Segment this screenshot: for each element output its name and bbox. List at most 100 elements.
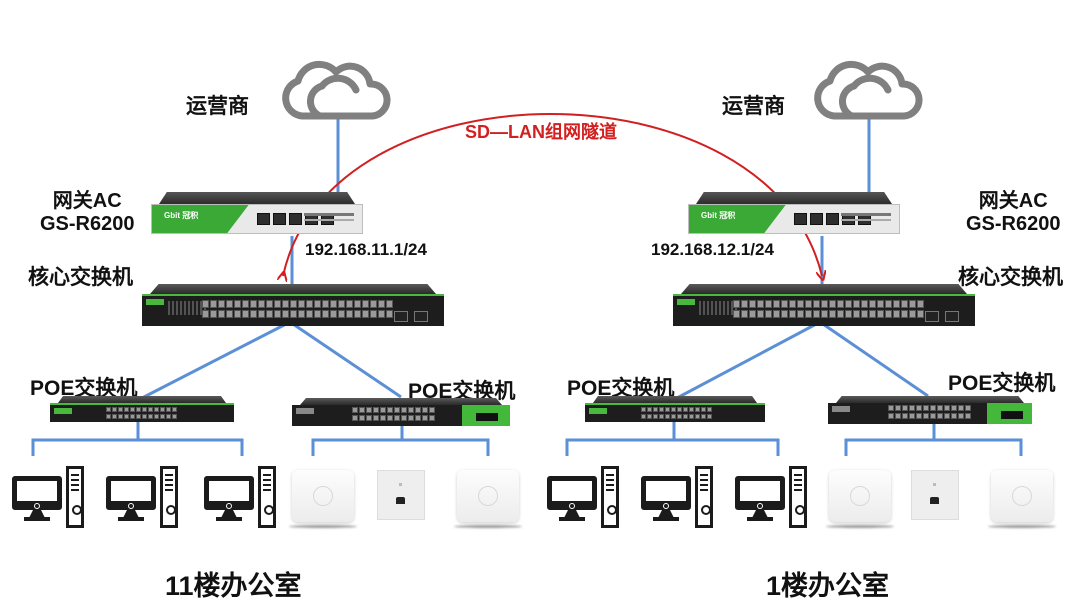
switch-port	[112, 414, 117, 419]
poe-switch-device-right-1	[585, 396, 765, 422]
switch-port	[805, 310, 812, 318]
ceiling-ap-icon	[289, 470, 357, 528]
link-group-left	[31, 118, 490, 456]
switch-port	[707, 414, 712, 419]
switch-port	[266, 310, 273, 318]
gateway-label-right: 网关AC GS-R6200	[966, 190, 1061, 236]
switch-port	[659, 407, 664, 412]
switch-port	[422, 415, 428, 421]
switch-port	[112, 407, 117, 412]
switch-port	[387, 415, 393, 421]
gateway-ip-left: 192.168.11.1/24	[305, 240, 427, 259]
switch-port	[695, 414, 700, 419]
switch-port	[773, 310, 780, 318]
switch-port	[902, 413, 908, 419]
switch-port	[359, 407, 365, 413]
office-label-right: 1楼办公室	[766, 571, 890, 601]
gateway-model-left: GS-R6200	[40, 213, 135, 235]
switch-port	[916, 413, 922, 419]
switch-port	[210, 300, 217, 308]
gateway-label-left: 网关AC GS-R6200	[40, 190, 135, 236]
switch-port	[861, 300, 868, 308]
core-switch-device-right	[673, 284, 975, 326]
poe-switch-label-right-1: POE交换机	[567, 377, 675, 400]
switch-port	[346, 300, 353, 308]
switch-port	[282, 310, 289, 318]
switch-port	[641, 407, 646, 412]
switch-port	[869, 300, 876, 308]
switch-port	[338, 310, 345, 318]
switch-port	[290, 300, 297, 308]
switch-port	[888, 405, 894, 411]
switch-port	[909, 310, 916, 318]
switch-port	[789, 300, 796, 308]
switch-port	[394, 415, 400, 421]
switch-port	[166, 414, 171, 419]
poe-switch-device-left-1	[50, 396, 234, 422]
switch-port	[930, 413, 936, 419]
switch-port	[923, 413, 929, 419]
switch-port	[797, 300, 804, 308]
switch-port	[202, 310, 209, 318]
isp-cloud-icon-left	[282, 60, 391, 120]
switch-port	[354, 310, 361, 318]
gateway-ip-right: 192.168.12.1/24	[651, 240, 774, 259]
switch-port	[695, 407, 700, 412]
switch-port	[401, 415, 407, 421]
computer-icon	[204, 466, 276, 530]
switch-port	[789, 310, 796, 318]
switch-port	[380, 407, 386, 413]
switch-port	[647, 414, 652, 419]
switch-port	[401, 407, 407, 413]
poe-switch-label-right-2: POE交换机	[948, 372, 1056, 395]
switch-port	[909, 413, 915, 419]
switch-port	[378, 310, 385, 318]
switch-port	[965, 413, 971, 419]
ceiling-ap-icon	[988, 470, 1056, 528]
switch-port	[909, 405, 915, 411]
switch-port	[944, 413, 950, 419]
gateway-brand-right: Gbit 冠积	[701, 211, 736, 220]
switch-port	[853, 310, 860, 318]
switch-port	[322, 300, 329, 308]
switch-port	[958, 413, 964, 419]
switch-port	[877, 300, 884, 308]
switch-port	[701, 414, 706, 419]
switch-port	[877, 310, 884, 318]
switch-port	[124, 407, 129, 412]
switch-port	[242, 300, 249, 308]
switch-port	[118, 407, 123, 412]
tunnel-label: SD—LAN组网隧道	[465, 122, 617, 142]
switch-port	[378, 300, 385, 308]
switch-port	[733, 310, 740, 318]
switch-port	[677, 414, 682, 419]
switch-port	[805, 300, 812, 308]
switch-port	[765, 310, 772, 318]
switch-port	[408, 415, 414, 421]
switch-port	[885, 300, 892, 308]
switch-port	[148, 414, 153, 419]
switch-port	[354, 300, 361, 308]
panel-ap-icon	[377, 470, 425, 520]
switch-port	[951, 405, 957, 411]
switch-port	[274, 310, 281, 318]
poe-switch-label-left-2: POE交换机	[408, 380, 516, 403]
computer-icon	[12, 466, 84, 530]
switch-port	[306, 310, 313, 318]
switch-port	[937, 405, 943, 411]
switch-port	[829, 310, 836, 318]
link-core-to-poe2-left	[289, 320, 402, 399]
isp-label-left: 运营商	[186, 95, 249, 118]
switch-port	[821, 310, 828, 318]
switch-port	[781, 300, 788, 308]
switch-port	[370, 300, 377, 308]
switch-port	[861, 310, 868, 318]
switch-port	[837, 310, 844, 318]
switch-port	[386, 300, 393, 308]
switch-port	[226, 310, 233, 318]
switch-port	[659, 414, 664, 419]
switch-port	[166, 407, 171, 412]
switch-port	[218, 310, 225, 318]
switch-port	[683, 407, 688, 412]
switch-port	[885, 310, 892, 318]
